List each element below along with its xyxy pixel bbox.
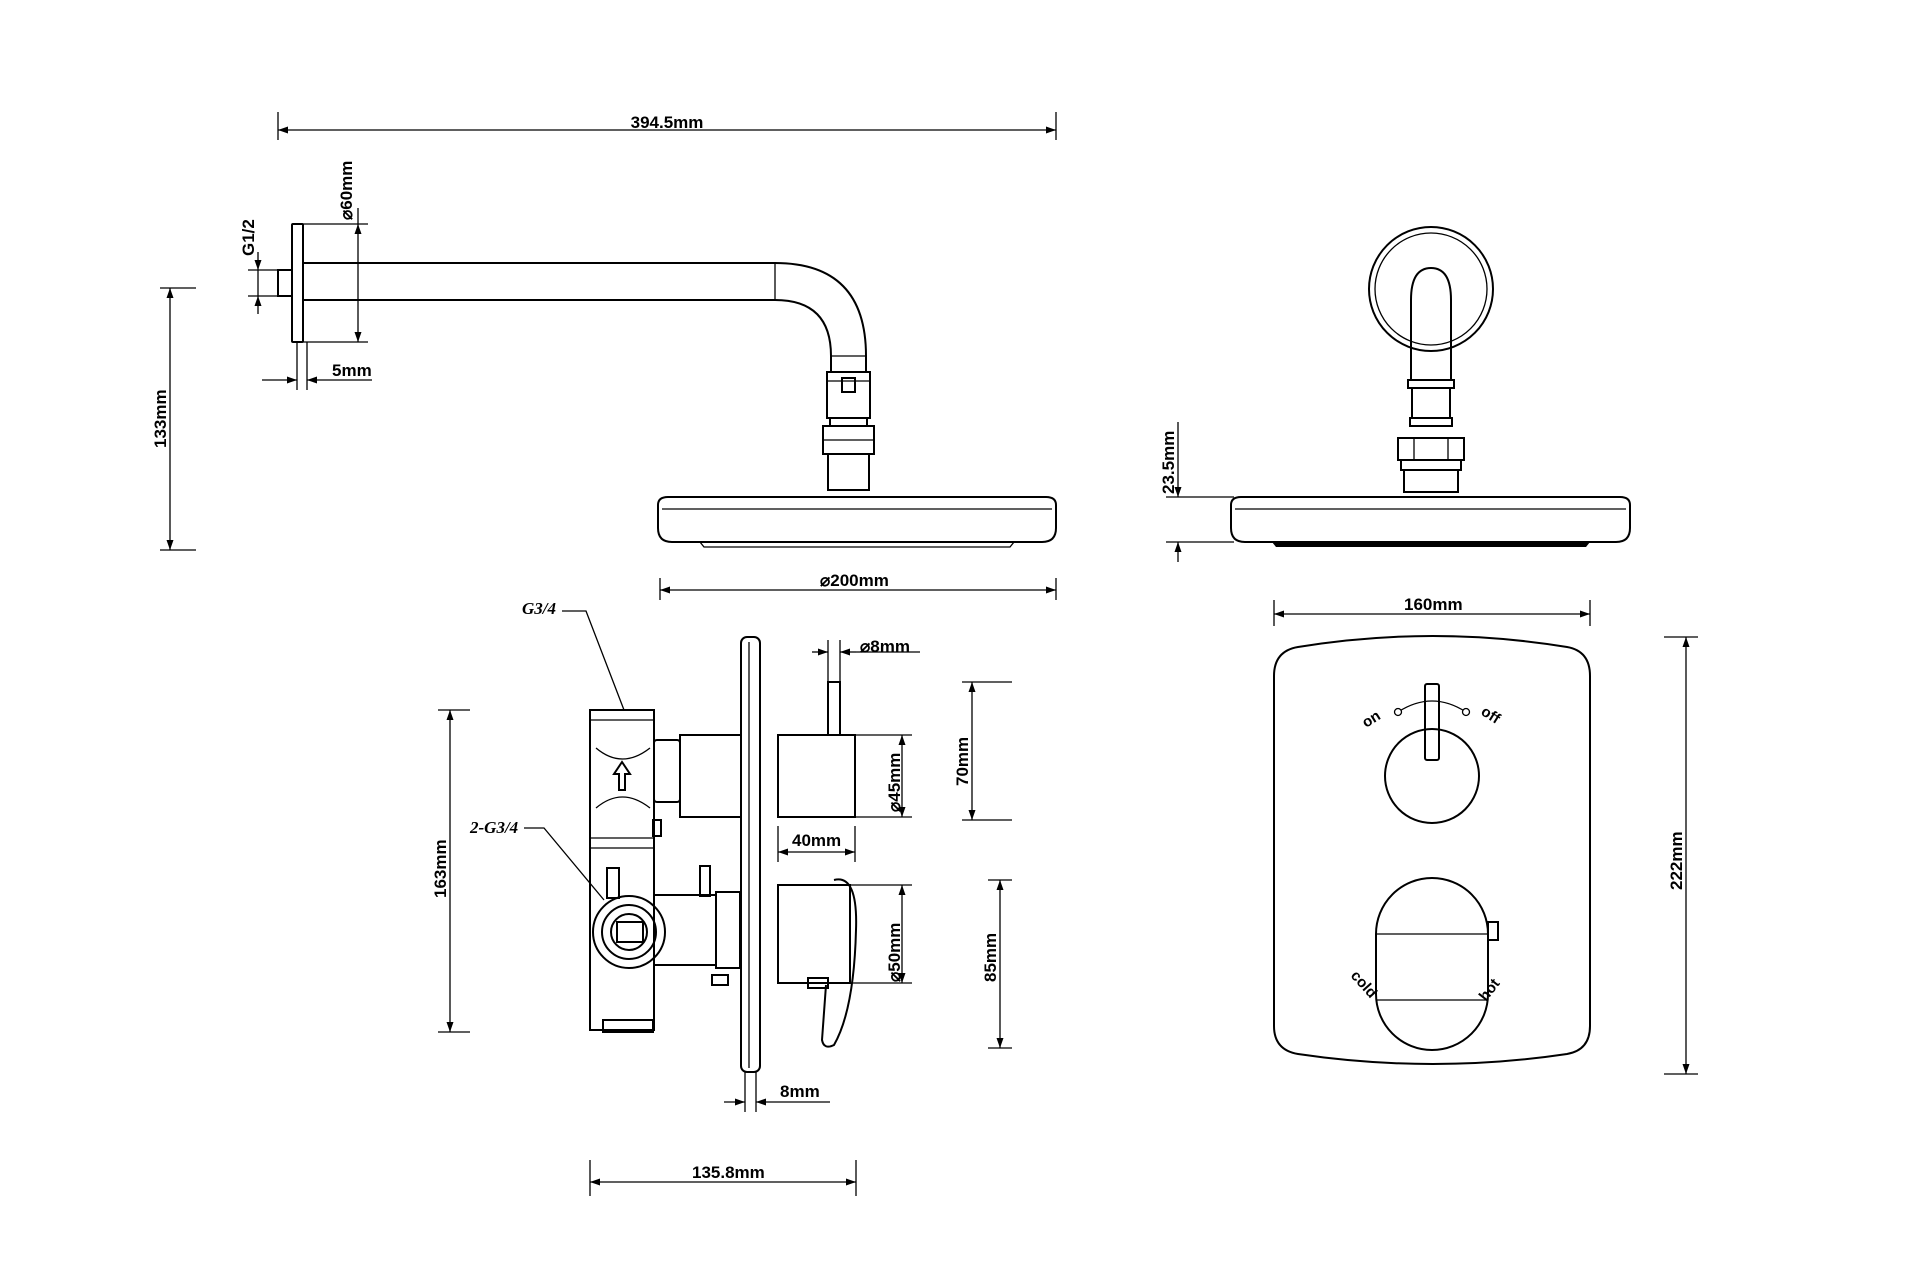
diameter-symbol: ⌀ <box>885 971 904 982</box>
dim-head-diameter-value: 200mm <box>830 571 889 590</box>
valve-wall-plate <box>740 636 761 1073</box>
dim-pin-diameter-value: 8mm <box>870 637 910 656</box>
diameter-symbol: ⌀ <box>860 637 871 656</box>
dim-handle-diameter: ⌀50mm <box>885 923 904 982</box>
dim-head-diameter: ⌀200mm <box>820 571 889 590</box>
shower-side-view: 394.5mm ⌀60mm G1/2 5mm 133mm ⌀200mm <box>151 112 1057 600</box>
front-head <box>1230 496 1631 543</box>
dim-thread: G1/2 <box>239 219 258 256</box>
flow-arrow-icon <box>612 760 632 791</box>
label-knob-off: off <box>1478 703 1504 728</box>
dim-knob-length: 40mm <box>792 831 841 850</box>
dim-valve-depth: 135.8mm <box>692 1163 765 1182</box>
dim-plate-thickness: 8mm <box>780 1082 820 1101</box>
dim-arm-length: 394.5mm <box>631 113 704 132</box>
shower-head <box>657 496 1057 543</box>
handle-stop <box>1487 921 1499 941</box>
diverter-knob <box>777 734 856 818</box>
arm-top-edge <box>303 262 867 372</box>
thread-stub <box>277 269 293 297</box>
dim-valve-height: 163mm <box>431 839 450 898</box>
dim-pin-diameter: ⌀8mm <box>860 637 910 656</box>
label-inlet: G3/4 <box>522 599 556 618</box>
valve-side-view: G3/4 2-G3/4 ⌀8mm ⌀45mm 70mm 40mm 163mm <box>431 599 1012 1196</box>
valve-body <box>589 709 655 1031</box>
arm-bottom-edge <box>303 299 832 372</box>
knob-pin <box>827 681 841 736</box>
valve-front-view: on off cold hot 160mm 222mm <box>1273 595 1698 1075</box>
dim-handle-diameter-value: 50mm <box>885 923 904 972</box>
dim-plate-width: 160mm <box>1404 595 1463 614</box>
dim-plate-height: 222mm <box>1667 831 1686 890</box>
front-handle <box>1375 877 1489 1051</box>
front-arm <box>1410 266 1452 380</box>
dim-flange-thickness: 5mm <box>332 361 372 380</box>
front-wall-plate <box>1273 635 1591 1065</box>
dim-knob-projection: 70mm <box>953 737 972 786</box>
dim-head-thickness: 23.5mm <box>1159 431 1178 494</box>
wall-flange <box>291 223 304 343</box>
dim-knob-diameter: ⌀45mm <box>885 753 904 812</box>
handle-cartridge <box>777 884 851 984</box>
front-knob-pin <box>1424 683 1440 761</box>
label-outlets: 2-G3/4 <box>469 818 518 837</box>
dim-handle-projection: 85mm <box>981 933 1000 982</box>
outlet-fitting <box>592 895 666 969</box>
diameter-symbol: ⌀ <box>337 209 356 220</box>
diameter-symbol: ⌀ <box>820 571 831 590</box>
dim-flange-diameter-value: 60mm <box>337 161 356 210</box>
dim-total-height: 133mm <box>151 389 170 448</box>
dim-flange-diameter: ⌀60mm <box>337 161 356 220</box>
handle-lever <box>820 878 858 1048</box>
shower-front-view: 23.5mm <box>1159 226 1631 562</box>
front-diverter-knob <box>1384 728 1480 824</box>
label-knob-on: on <box>1359 707 1384 731</box>
front-flange <box>1368 226 1494 352</box>
front-nut <box>1397 437 1465 461</box>
diameter-symbol: ⌀ <box>885 801 904 812</box>
dim-knob-diameter-value: 45mm <box>885 753 904 802</box>
